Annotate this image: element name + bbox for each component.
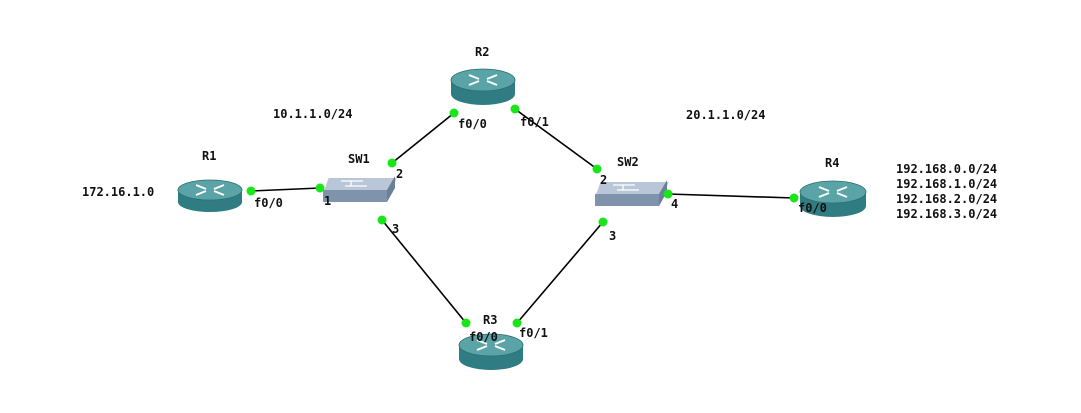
port-dot-sw2-4 bbox=[663, 189, 673, 199]
port-dot-sw2-3 bbox=[598, 217, 608, 227]
network-label-right-segment: 20.1.1.0/24 bbox=[686, 108, 765, 122]
port-dot-r2-f00 bbox=[449, 108, 459, 118]
r1-name: R1 bbox=[202, 149, 216, 163]
port-dot-sw1-3 bbox=[377, 215, 387, 225]
port-label-sw1-3: 3 bbox=[392, 222, 399, 236]
port-dot-r4 bbox=[789, 193, 799, 203]
port-dot-r3-f01 bbox=[512, 318, 522, 328]
link-r3-sw2 bbox=[516, 221, 604, 324]
network-label-r4-lan-1: 192.168.1.0/24 bbox=[896, 177, 997, 191]
port-label-r2-f00: f0/0 bbox=[458, 117, 487, 131]
port-label-sw1-2: 2 bbox=[396, 167, 403, 181]
link-sw2-r4 bbox=[667, 193, 795, 199]
router-icon bbox=[450, 68, 516, 105]
network-label-r4-lan-2: 192.168.2.0/24 bbox=[896, 192, 997, 206]
network-label-left-segment: 10.1.1.0/24 bbox=[273, 107, 352, 121]
router-r2[interactable] bbox=[450, 68, 516, 105]
port-labels: f0/0 1 2 3 f0/0 f0/1 2 3 4 f0/0 f0/0 f0/… bbox=[254, 115, 827, 344]
link-r2-sw2 bbox=[514, 108, 598, 170]
r2-name: R2 bbox=[475, 45, 489, 59]
port-label-sw1-1: 1 bbox=[324, 194, 331, 208]
network-label-r1-lan: 172.16.1.0 bbox=[82, 185, 154, 199]
port-label-r1-f00: f0/0 bbox=[254, 196, 283, 210]
router-icon bbox=[799, 180, 867, 217]
port-dot-sw1-1 bbox=[315, 183, 325, 193]
port-dots bbox=[246, 104, 799, 328]
port-label-sw2-4: 4 bbox=[671, 197, 678, 211]
sw1-name: SW1 bbox=[348, 152, 370, 166]
port-label-sw2-3: 3 bbox=[609, 229, 616, 243]
network-labels: 172.16.1.0 10.1.1.0/24 20.1.1.0/24 192.1… bbox=[82, 107, 997, 221]
router-r3[interactable] bbox=[458, 333, 524, 370]
port-dot-r1 bbox=[246, 186, 256, 196]
port-label-r2-f01: f0/1 bbox=[520, 115, 549, 129]
links bbox=[250, 108, 795, 324]
switch-icon bbox=[323, 176, 397, 202]
r4-name: R4 bbox=[825, 156, 839, 170]
port-dot-sw1-2 bbox=[387, 158, 397, 168]
router-icon bbox=[458, 333, 524, 370]
port-dot-sw2-2 bbox=[592, 164, 602, 174]
r3-name: R3 bbox=[483, 313, 497, 327]
link-sw1-r2 bbox=[391, 112, 455, 164]
router-icon bbox=[177, 179, 243, 212]
network-label-r4-lan-0: 192.168.0.0/24 bbox=[896, 162, 997, 176]
port-dot-r2-f01 bbox=[510, 104, 520, 114]
sw2-name: SW2 bbox=[617, 155, 639, 169]
network-label-r4-lan-3: 192.168.3.0/24 bbox=[896, 207, 997, 221]
switch-sw1[interactable] bbox=[323, 176, 397, 202]
link-r1-sw1 bbox=[250, 187, 321, 192]
link-sw1-r3 bbox=[381, 219, 467, 324]
port-label-sw2-2: 2 bbox=[600, 173, 607, 187]
port-dot-r3-f00 bbox=[461, 318, 471, 328]
port-label-r3-f00: f0/0 bbox=[469, 330, 498, 344]
port-label-r4-f00: f0/0 bbox=[798, 201, 827, 215]
router-r4[interactable] bbox=[799, 180, 867, 217]
switch-icon bbox=[595, 180, 669, 206]
switch-sw2[interactable] bbox=[595, 180, 669, 206]
router-r1[interactable] bbox=[177, 179, 243, 212]
port-label-r3-f01: f0/1 bbox=[519, 326, 548, 340]
